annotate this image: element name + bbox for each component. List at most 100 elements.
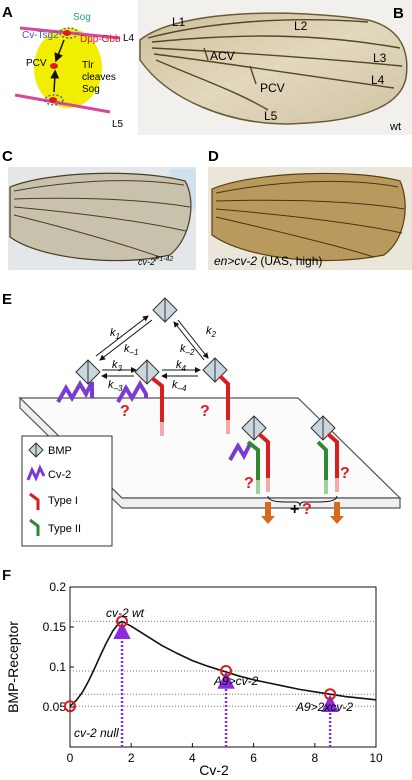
dpp-dot-bottom [49,97,57,103]
data-point [324,688,337,701]
x-tick-label: 8 [311,751,318,765]
annotation-wt: cv-2 wt [106,606,145,620]
rate-labels: k1 k–1 k2 k–2 k3 k–3 k4 k–4 [108,325,217,393]
x-tick-label: 6 [250,751,257,765]
transport-arrow-down [54,39,65,63]
x-tick-label: 2 [128,751,135,765]
annotation-null: cv-2 null [74,726,119,740]
type2-tm [256,480,328,494]
l1-label: L1 [172,15,186,29]
dpp-dot-top [63,30,71,36]
y-tick-label: 0.1 [49,660,66,674]
km1-label: k–1 [124,343,138,357]
x-tick-label: 10 [369,751,383,765]
svg-text:?: ? [302,501,312,518]
panel-a-diagram: A Sog Cv-Tsg2 Dpp-Gbb PCV Tlr cleaves So… [2,4,135,130]
y-tick-label: 0.05 [43,700,67,714]
sog-label: Sog [73,12,91,23]
panel-c-wing-image: C cv-2F1-42 [2,148,196,270]
dpp-dot-mid [50,63,58,69]
l4-label: L4 [371,73,385,87]
yellow-region [34,28,102,108]
legend-type2: Type II [48,523,81,535]
response-curve [69,620,377,707]
wing-c-veins [13,180,191,258]
l2-label: L2 [294,19,308,33]
panel-e-label: E [2,291,12,308]
acv-label: ACV [210,49,235,63]
plus-sign: + [290,501,299,518]
wing-d-blade [211,172,406,262]
x-tick-label: 4 [189,751,196,765]
y-tick-label: 0.15 [43,620,67,634]
panel-d-label: D [208,148,219,165]
sum-brace [267,495,338,507]
kinetic-arrows [95,315,209,379]
x-axis-label: Cv-2 [199,762,229,778]
panel-f-label: F [2,567,12,584]
purple-arrows [113,621,339,747]
y-axis-label: BMP-Receptor [5,621,21,713]
legend-bmp: BMP [48,445,72,457]
svg-text:?: ? [120,403,130,420]
pcv-label-b: PCV [260,81,285,95]
k1-label: k1 [110,327,120,341]
membrane-side [19,396,401,509]
caption-d-pre: en>cv-2 [214,254,260,268]
km2-label: k–2 [180,343,195,357]
panel-b-wing-image: L1 L2 L3 L4 L5 ACV PCV wt B [138,0,412,135]
type1-receptors [150,374,339,478]
panel-a-label: A [2,4,13,21]
annotation-a9: A9>cv-2 [213,674,259,688]
svg-text:?: ? [340,465,350,482]
x-tick-label: 0 [67,751,74,765]
legend: BMP Cv-2 Type I Type II [21,435,113,547]
km3-label: k–3 [108,379,123,393]
data-point [64,700,76,713]
tlr-line2: cleaves [82,72,116,83]
panel-e-scheme: E k1 k–1 [2,291,402,547]
x-axis-ticks: 0 2 4 6 8 10 [67,743,383,765]
k2-label: k2 [206,325,217,339]
legend-cv2: Cv-2 [48,469,71,481]
type2-receptors [246,440,328,480]
wing-veins [147,19,403,111]
wing-d-veins [215,180,405,258]
panel-c-label: C [2,148,13,165]
question-marks: ? ? ? ? ? [120,403,350,518]
l5-label-a: L5 [112,119,124,130]
panel-f-chart: 0.05 0.1 0.15 0.2 0 2 4 6 8 10 Cv-2 BMP-Receptor… [5,580,383,778]
y-tick-label: 0.2 [49,580,66,594]
panel-b-label: B [393,5,404,22]
wt-label: wt [389,121,401,133]
caption-c-sup: F1-42 [155,256,173,263]
cv2-molecules [56,380,252,461]
transport-arrow-up [50,69,60,93]
complex-top [59,27,79,39]
cvtsg2-label: Cv-Tsg2 [22,30,59,41]
svg-text:?: ? [244,475,254,492]
panel-d-caption: en>cv-2 (UAS, high) [214,254,322,268]
l3-label: L3 [373,51,387,65]
tlr-line1: Tlr [82,60,94,71]
panel-c-caption: cv-2F1-42 [138,256,173,267]
k4-label: k4 [176,359,187,373]
l5-label: L5 [264,109,278,123]
caption-c-main: cv-2 [138,257,155,267]
type1-tm [160,420,339,492]
legend-type1: Type I [48,495,78,507]
l4-label-a: L4 [123,33,135,44]
bmp-diamonds [75,297,336,441]
dppgbb-label: Dpp-Gbb [80,34,121,45]
data-points [64,615,337,713]
y-axis-ticks: 0.05 0.1 0.15 0.2 [43,580,74,714]
data-point [116,615,129,628]
km4-label: k–4 [172,379,187,393]
svg-text:?: ? [200,403,210,420]
annotation-a92x: A9>2xcv-2 [295,700,353,714]
tlr-line3: Sog [82,84,100,95]
signal-arrows [261,502,344,524]
pcv-label-a: PCV [26,58,47,69]
vein-l5-line [14,93,111,114]
caption-d-post: , high) [289,254,322,268]
